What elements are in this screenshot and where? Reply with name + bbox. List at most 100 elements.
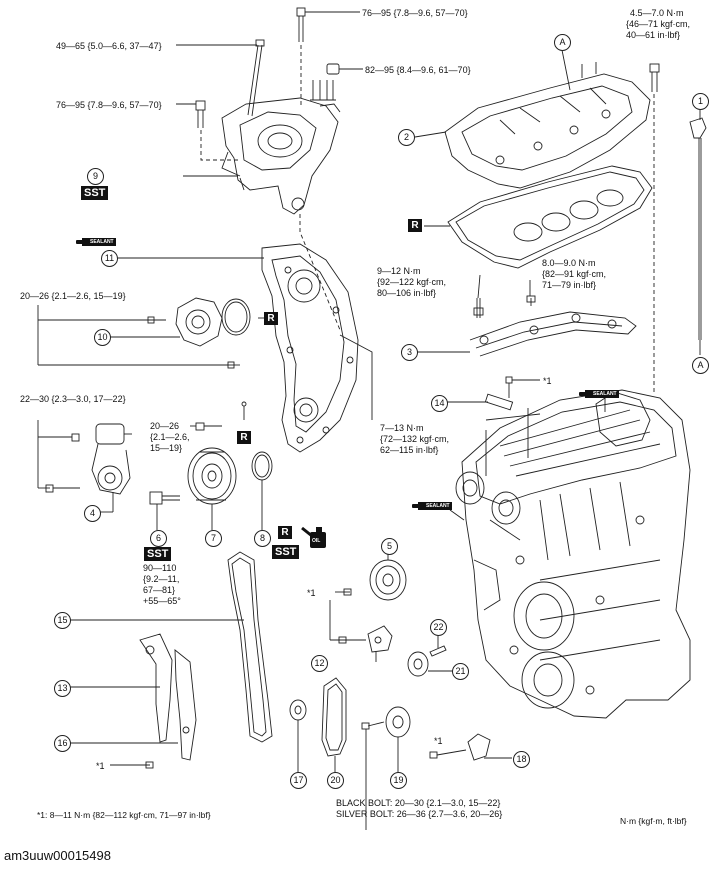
replace-badge-gasket: R <box>408 219 422 232</box>
footnote: *1: 8—11 N·m {82—112 kgf·cm, 71—97 in·lb… <box>37 810 211 820</box>
torque-mount-top-bolt: 76—95 {7.8—9.6, 57—70} <box>362 8 468 18</box>
torque-mount-nut: 82—95 {8.4—9.6, 61—70} <box>365 65 471 75</box>
sprocket-21 <box>407 651 429 677</box>
torque-tensioner: 22—30 {2.3—3.0, 17—22} <box>20 394 126 404</box>
torque-oil-ctrl-a-3: 80—106 in·lbf} <box>377 288 437 298</box>
crankshaft-pulley <box>187 447 237 505</box>
callout-8: 8 <box>254 530 271 547</box>
torque-mount-stud: 49—65 {5.0—6.6, 37—47} <box>56 41 162 51</box>
oil-control-valve-stud <box>484 376 540 411</box>
callout-16: 16 <box>54 735 71 752</box>
star-note-guide: *1 <box>96 761 105 771</box>
water-pump-pulley <box>369 559 407 601</box>
timing-chain-guide <box>139 633 197 761</box>
torque-front-cover-2: {72—132 kgf·cm, <box>380 434 450 444</box>
torque-front-cover-3: 62—115 in·lbf} <box>380 445 439 455</box>
torque-pulley-bolt-4: +55—65° <box>143 596 181 606</box>
torque-oil-ctrl-a-2: {92—122 kgf·cm, <box>377 277 447 287</box>
callout-A-top: A <box>554 34 571 51</box>
callout-18: 18 <box>513 751 530 768</box>
callout-11: 11 <box>101 250 118 267</box>
front-oil-seal <box>251 451 273 481</box>
sealant-badge-head: SEALANT <box>579 390 619 398</box>
torque-idler-3: 15—19} <box>150 443 183 453</box>
callout-19: 19 <box>390 772 407 789</box>
mount-top-bolt <box>296 7 360 42</box>
torque-pulley-bolt-2: {9.2—11, <box>143 574 180 584</box>
oil-level-gauge <box>689 110 707 355</box>
replace-badge-seal-a: R <box>237 431 251 444</box>
star-note-tens: *1 <box>307 588 316 598</box>
sealant-badge-block: SEALANT <box>412 502 452 510</box>
callout-17: 17 <box>290 772 307 789</box>
crankshaft-pulley-bolt <box>149 491 180 530</box>
callout-5: 5 <box>381 538 398 555</box>
cylinder-head-cover <box>444 62 651 189</box>
torque-cover-top-1: 4.5—7.0 N·m <box>630 8 684 18</box>
torque-pulley-bolt-3: 67—81} <box>143 585 176 595</box>
sealant-badge-cover: SEALANT <box>76 238 116 246</box>
callout-A-right: A <box>692 357 709 374</box>
leader-sealant <box>449 509 465 521</box>
torque-oil-ctrl-b-1: 8.0—9.0 N·m <box>542 258 596 268</box>
torque-idler-1: 20—26 <box>150 421 180 431</box>
mount-nut <box>310 63 363 101</box>
mount-stud <box>176 39 265 117</box>
mount-side-bolt <box>176 100 238 161</box>
oil-jet-pipe <box>469 274 637 357</box>
torque-mount-bolt: 76—95 {7.8—9.6, 57—70} <box>56 100 162 110</box>
sst-badge-mount: SST <box>81 186 109 200</box>
oil-pump-chain <box>321 677 347 757</box>
sprocket-key <box>429 645 447 657</box>
callout-15: 15 <box>54 612 71 629</box>
sst-badge-seal: SST <box>272 545 300 559</box>
callout-3: 3 <box>401 344 418 361</box>
torque-silver-bolt: SILVER BOLT: 26—36 {2.7—3.6, 20—26} <box>336 809 503 819</box>
callout-10: 10 <box>94 329 111 346</box>
callout-14: 14 <box>431 395 448 412</box>
cylinder-head-block <box>455 389 691 719</box>
oil-pump-sprocket <box>361 706 411 830</box>
callout-4: 4 <box>84 505 101 522</box>
callout-13: 13 <box>54 680 71 697</box>
torque-oil-ctrl-b-2: {82—91 kgf·cm, <box>542 269 607 279</box>
replace-badge-pump: R <box>264 312 278 325</box>
leader-head <box>485 408 529 476</box>
water-pump <box>175 297 251 347</box>
unit-note: N·m {kgf·m, ft·lbf} <box>620 816 687 826</box>
torque-oil-ctrl-b-3: 71—79 in·lbf} <box>542 280 597 290</box>
callout-1: 1 <box>692 93 709 110</box>
callout-6: 6 <box>150 530 167 547</box>
callout-9: 9 <box>87 168 104 185</box>
engine-mount-bracket <box>221 97 341 215</box>
oil-can-label: OIL <box>312 538 321 544</box>
figure-id: am3uuw00015498 <box>4 848 111 863</box>
drive-belt-tensioner <box>91 423 132 495</box>
torque-pulley-bolt-1: 90—110 <box>143 563 177 573</box>
torque-oil-ctrl-a-1: 9—12 N·m <box>377 266 421 276</box>
leader-7 <box>339 334 373 420</box>
chain-guide-bolt <box>110 761 154 769</box>
callout-21: 21 <box>452 663 469 680</box>
idler-bolt <box>190 401 247 431</box>
leader-A <box>561 49 571 91</box>
pump-bolt <box>147 316 240 369</box>
leader-2 <box>414 131 447 138</box>
torque-black-bolt: BLACK BOLT: 20—30 {2.1—3.0, 15—22} <box>336 798 501 808</box>
replace-badge-seal-b: R <box>278 526 292 539</box>
leader-dash <box>299 214 341 331</box>
torque-cover-top-3: 40—61 in·lbf} <box>626 30 681 40</box>
torque-front-cover-1: 7—13 N·m <box>380 423 424 433</box>
callout-7: 7 <box>205 530 222 547</box>
torque-water-pump: 20—26 {2.1—2.6, 15—19} <box>20 291 126 301</box>
sst-badge-pulley: SST <box>144 547 172 561</box>
timing-chain <box>227 551 273 743</box>
crankshaft-sprocket <box>289 699 307 721</box>
head-cover-bolt <box>649 63 660 395</box>
oil-can-icon: OIL <box>300 524 330 550</box>
torque-idler-2: {2.1—2.6, <box>150 432 190 442</box>
callout-2: 2 <box>398 129 415 146</box>
callout-20: 20 <box>327 772 344 789</box>
star-note-arm: *1 <box>434 736 443 746</box>
callout-12: 12 <box>311 655 328 672</box>
